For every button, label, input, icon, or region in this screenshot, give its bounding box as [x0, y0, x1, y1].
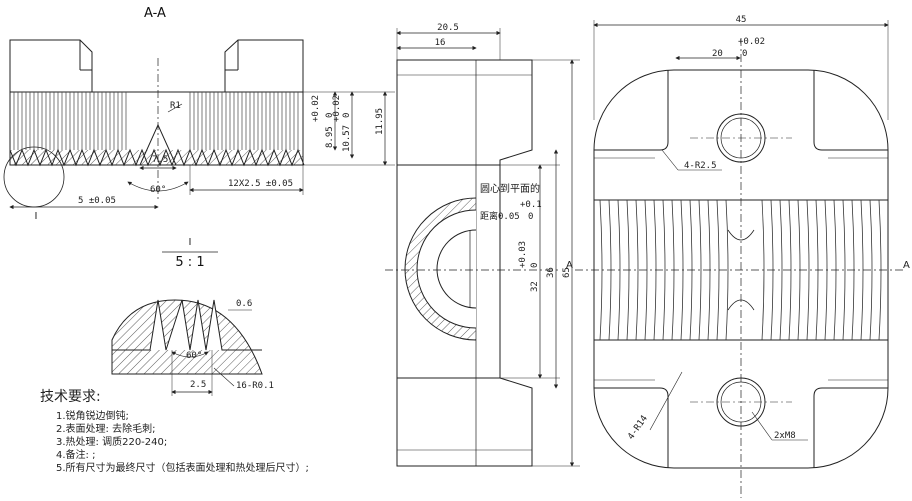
technical-notes: 技术要求: 1.锐角锐边倒钝; 2.表面处理: 去除毛刺; 3.热处理: 调质2… — [40, 386, 309, 475]
side-outline-lower — [396, 377, 533, 467]
front-cut-label: A — [903, 260, 910, 271]
side-dim-32: 32 — [530, 281, 540, 292]
side-note-line1: 圆心到平面的 — [480, 182, 540, 195]
front-dim-45: 45 — [736, 15, 747, 25]
dim-10-57-tol-up: +0.02 — [332, 95, 342, 122]
side-note-tol-up: +0.1 — [520, 200, 542, 210]
side-dim-32-tol-up: +0.03 — [518, 241, 528, 268]
dim-8-95-tol-up: +0.02 — [311, 95, 321, 122]
side-dim-20-5: 20.5 — [437, 23, 459, 33]
side-cut-label: A — [566, 260, 573, 271]
detail-scale: 5 : 1 — [175, 255, 204, 270]
technical-note-1: 1.锐角锐边倒钝; — [56, 411, 129, 422]
detail-marker: I — [35, 211, 38, 222]
front-dim-20: 20 — [712, 49, 723, 59]
front-dim-20-tol-up: +0.02 — [738, 37, 765, 47]
detail-dim-2-5: 2.5 — [190, 380, 206, 390]
front-dim-20-tol-lo: 0 — [742, 49, 747, 59]
detail-dim-0-6: 0.6 — [236, 299, 252, 309]
detail-title: I — [189, 237, 192, 248]
detail-dim-r0-1: 16-R0.1 — [236, 381, 274, 391]
side-note-line2: 距离0.05 — [480, 210, 520, 222]
front-upper-pocket — [594, 70, 669, 151]
section-view-a-a: A-A I R1 7.5 60° 5 ±0.05 — [3, 6, 395, 222]
dim-5: 5 ±0.05 — [78, 196, 116, 206]
side-dim-36: 36 — [546, 267, 556, 278]
dim-10-57: 10.57 — [342, 125, 352, 152]
dim-angle-60: 60° — [150, 185, 166, 195]
side-outline — [396, 59, 533, 166]
front-dim-m8: 2xM8 — [774, 431, 796, 441]
detail-view: I 5 : 1 0.6 60° 2.5 16-R0.1 — [111, 237, 274, 396]
side-note-tol-lo: 0 — [528, 212, 533, 222]
dim-7-5: 7.5 — [152, 155, 168, 165]
side-view: 20.5 16 圆心到平面的 距离0.05 +0.1 0 3 — [385, 23, 580, 467]
detail-teeth — [112, 299, 262, 351]
side-dim-65: 65 — [562, 267, 572, 278]
dim-r1: R1 — [170, 101, 181, 111]
dim-10-57-tol-lo: 0 — [342, 113, 352, 118]
section-label: A-A — [144, 6, 166, 21]
front-lower-pocket — [594, 387, 669, 468]
dim-11-95: 11.95 — [375, 108, 385, 135]
front-dim-r2-5: 4-R2.5 — [684, 161, 717, 171]
side-dim-16: 16 — [435, 38, 446, 48]
technical-notes-title: 技术要求: — [40, 389, 101, 405]
technical-note-5: 5.所有尺寸为最终尺寸（包括表面处理和热处理后尺寸）; — [56, 463, 309, 474]
section-tooth-lines — [13, 92, 299, 150]
dim-8-95: 8.95 — [325, 126, 335, 148]
side-dim-32-tol-lo: 0 — [530, 263, 540, 268]
dim-12x2-5: 12X2.5 ±0.05 — [228, 179, 293, 189]
front-dim-r14: 4-R14 — [626, 414, 650, 442]
detail-dim-angle: 60° — [186, 351, 202, 361]
section-v-profile — [9, 148, 305, 167]
technical-note-4: 4.备注: ; — [56, 450, 96, 461]
section-right-block — [224, 39, 304, 93]
technical-note-2: 2.表面处理: 去除毛刺; — [56, 424, 156, 435]
dim-8-95-tol-lo: 0 — [325, 113, 335, 118]
section-left-block — [9, 39, 93, 93]
front-view: 45 20 +0.02 0 4-R2.5 — [575, 15, 910, 498]
technical-note-3: 3.热处理: 调质220-240; — [56, 437, 168, 448]
